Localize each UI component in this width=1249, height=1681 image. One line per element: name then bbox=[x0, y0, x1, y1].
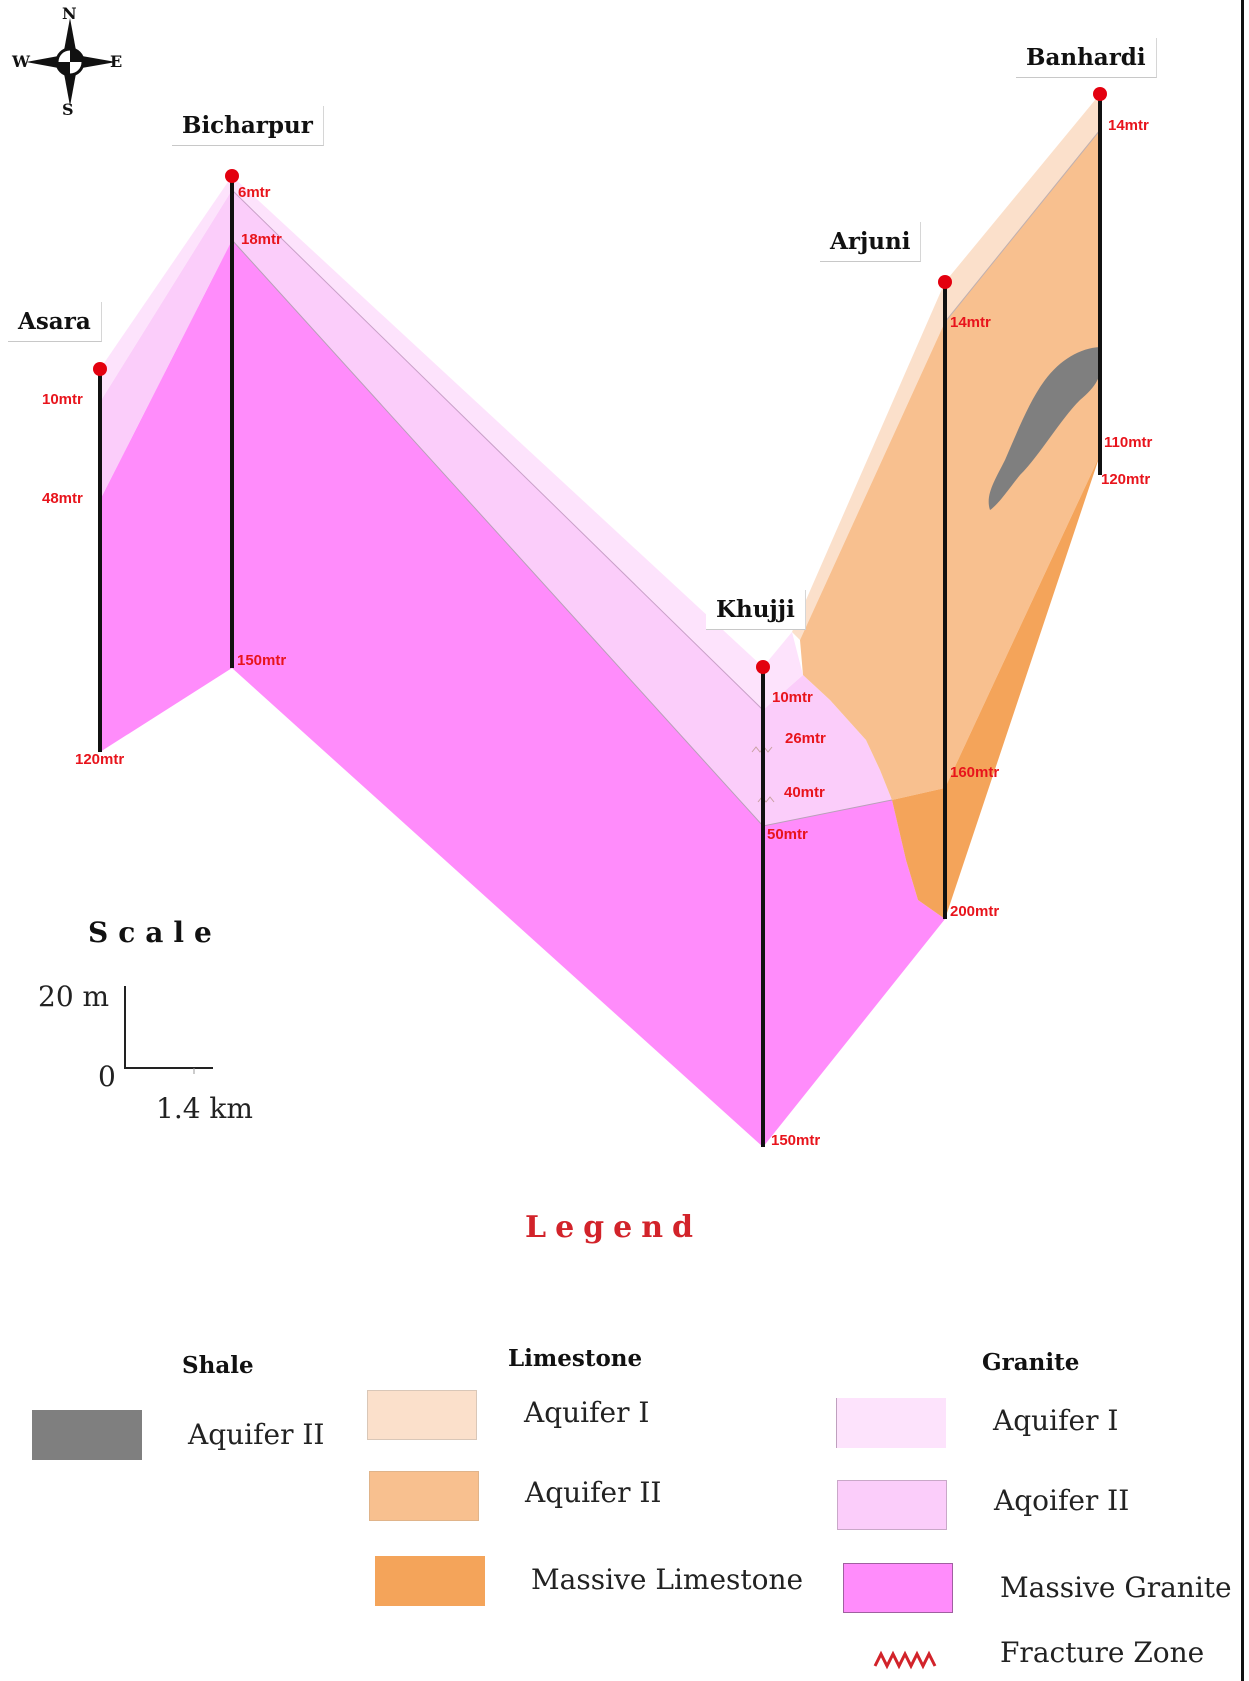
depth-label-arjuni: 160mtr bbox=[950, 764, 999, 781]
well-marker-arjuni bbox=[938, 275, 952, 289]
contact-line bbox=[231, 189, 764, 711]
depth-label-khujji: 40mtr bbox=[784, 784, 825, 801]
well-marker-banhardi bbox=[1093, 87, 1107, 101]
scale-bar bbox=[124, 986, 213, 1069]
depth-label-asara: 48mtr bbox=[42, 490, 83, 507]
legend-label-granite-aquifer-1: Aquifer I bbox=[993, 1404, 1119, 1437]
legend-swatch-granite-aquifer-1 bbox=[836, 1398, 946, 1448]
legend-heading-shale: Shale bbox=[182, 1352, 254, 1379]
shale-lens bbox=[988, 347, 1100, 510]
station-label-khujji: Khujji bbox=[706, 590, 806, 630]
well-marker-khujji bbox=[756, 660, 770, 674]
legend-swatch-shale-aquifer-2 bbox=[32, 1410, 142, 1460]
station-label-bicharpur: Bicharpur bbox=[172, 106, 324, 146]
compass-north-label: N bbox=[62, 4, 77, 23]
scale-horizontal-label: 1.4 km bbox=[156, 1092, 253, 1125]
station-label-banhardi: Banhardi bbox=[1016, 38, 1157, 78]
fracture-zone-mark bbox=[757, 796, 775, 803]
station-label-arjuni: Arjuni bbox=[820, 222, 922, 262]
legend-title: Legend bbox=[525, 1210, 703, 1245]
scale-vertical-label: 20 m bbox=[38, 980, 110, 1013]
legend-heading-limestone: Limestone bbox=[508, 1345, 643, 1372]
legend-swatch-massive-limestone bbox=[375, 1556, 485, 1606]
massive-granite-layer bbox=[100, 240, 232, 752]
limestone-aquifer-1-layer bbox=[792, 94, 1100, 640]
compass-south-label: S bbox=[62, 100, 74, 119]
depth-label-arjuni: 200mtr bbox=[950, 903, 999, 920]
legend-swatch-massive-granite bbox=[843, 1563, 953, 1613]
legend-label-limestone-aquifer-2: Aquifer II bbox=[525, 1476, 662, 1509]
compass-west-label: W bbox=[12, 52, 30, 71]
depth-label-bicharpur: 150mtr bbox=[237, 652, 286, 669]
granite-aquifer-2-layer bbox=[232, 190, 763, 826]
depth-label-bicharpur: 6mtr bbox=[238, 184, 271, 201]
depth-label-asara: 10mtr bbox=[42, 391, 83, 408]
depth-label-asara: 120mtr bbox=[75, 751, 124, 768]
legend-label-granite-aquifer-2: Aqoifer II bbox=[994, 1484, 1130, 1517]
compass-east-label: E bbox=[110, 52, 123, 71]
depth-label-banhardi: 120mtr bbox=[1101, 471, 1150, 488]
depth-label-banhardi: 14mtr bbox=[1108, 117, 1149, 134]
depth-label-arjuni: 14mtr bbox=[950, 314, 991, 331]
depth-label-khujji: 150mtr bbox=[771, 1132, 820, 1149]
legend-swatch-granite-aquifer-2 bbox=[837, 1480, 947, 1530]
depth-label-bicharpur: 18mtr bbox=[241, 231, 282, 248]
well-marker-asara bbox=[93, 362, 107, 376]
limestone-aquifer-2-layer bbox=[800, 130, 1100, 800]
legend-label-limestone-aquifer-1: Aquifer I bbox=[524, 1396, 650, 1429]
contact-line bbox=[944, 129, 1101, 323]
compass-icon bbox=[26, 18, 116, 106]
granite-aquifer-2-layer bbox=[763, 675, 892, 826]
wells-group: 10mtr 48mtr 120mtr 6mtr 18mtr 150mtr 10mtr 26mt… bbox=[42, 87, 1153, 1149]
depth-label-khujji: 50mtr bbox=[767, 826, 808, 843]
granite-aquifer-1-layer bbox=[100, 176, 232, 402]
scale-title: Scale bbox=[88, 916, 222, 949]
legend-heading-granite: Granite bbox=[982, 1349, 1080, 1376]
fracture-zone-icon bbox=[873, 1650, 937, 1670]
depth-label-khujji: 10mtr bbox=[772, 689, 813, 706]
legend-label-massive-limestone: Massive Limestone bbox=[531, 1563, 804, 1596]
legend-swatch-limestone-aquifer-1 bbox=[367, 1390, 477, 1440]
legend-swatch-limestone-aquifer-2 bbox=[369, 1471, 479, 1521]
granite-aquifer-2-layer bbox=[100, 190, 232, 500]
depth-label-banhardi: 110mtr bbox=[1104, 434, 1153, 451]
massive-granite-layer bbox=[232, 240, 763, 1147]
legend-label-shale-aquifer-2: Aquifer II bbox=[188, 1418, 325, 1451]
station-label-asara: Asara bbox=[8, 302, 102, 342]
massive-granite-layer bbox=[763, 800, 945, 1147]
legend-label-massive-granite: Massive Granite bbox=[1000, 1571, 1232, 1604]
depth-label-khujji: 26mtr bbox=[785, 730, 826, 747]
well-marker-bicharpur bbox=[225, 169, 239, 183]
legend-label-fracture-zone: Fracture Zone bbox=[1000, 1636, 1205, 1669]
page-border-right bbox=[1241, 0, 1244, 1681]
scale-origin-label: 0 bbox=[98, 1060, 116, 1093]
granite-aquifer-1-layer bbox=[232, 176, 803, 710]
